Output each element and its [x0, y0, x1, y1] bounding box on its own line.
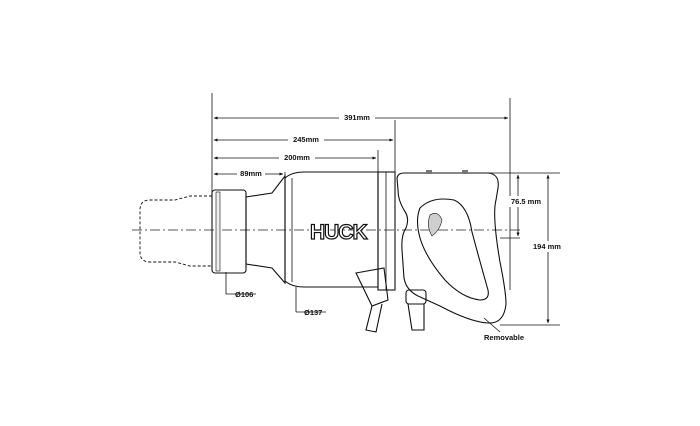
dimension-handle-offset: 76.5 mm — [508, 174, 544, 237]
diameter-label-137: Ø137 — [304, 308, 322, 317]
diameter-callout-nose: Ø106 — [225, 272, 256, 299]
dimension-body-length: 245mm — [213, 134, 394, 144]
dimension-label-245: 245mm — [293, 135, 319, 144]
dimension-label-89: 89mm — [240, 169, 262, 178]
removable-callout: Removable — [483, 317, 524, 342]
dimension-label-76-5: 76.5 mm — [511, 197, 541, 206]
dimension-overall-length: 391mm — [213, 112, 509, 122]
dimension-label-391: 391mm — [344, 113, 370, 122]
dimension-overall-height: 194 mm — [530, 174, 564, 324]
dimension-nose-length: 89mm — [213, 168, 284, 178]
socket-outline-dashed — [139, 195, 212, 267]
dimension-mid-length: 200mm — [213, 152, 377, 162]
tool-illustration: HUCK — [211, 170, 507, 333]
diameter-callout-body: Ø137 — [295, 287, 326, 317]
dimension-label-194: 194 mm — [533, 242, 561, 251]
brand-logo-text: HUCK — [310, 221, 367, 244]
removable-label: Removable — [484, 333, 524, 342]
diameter-label-106: Ø106 — [235, 290, 253, 299]
dimension-label-200: 200mm — [284, 153, 310, 162]
